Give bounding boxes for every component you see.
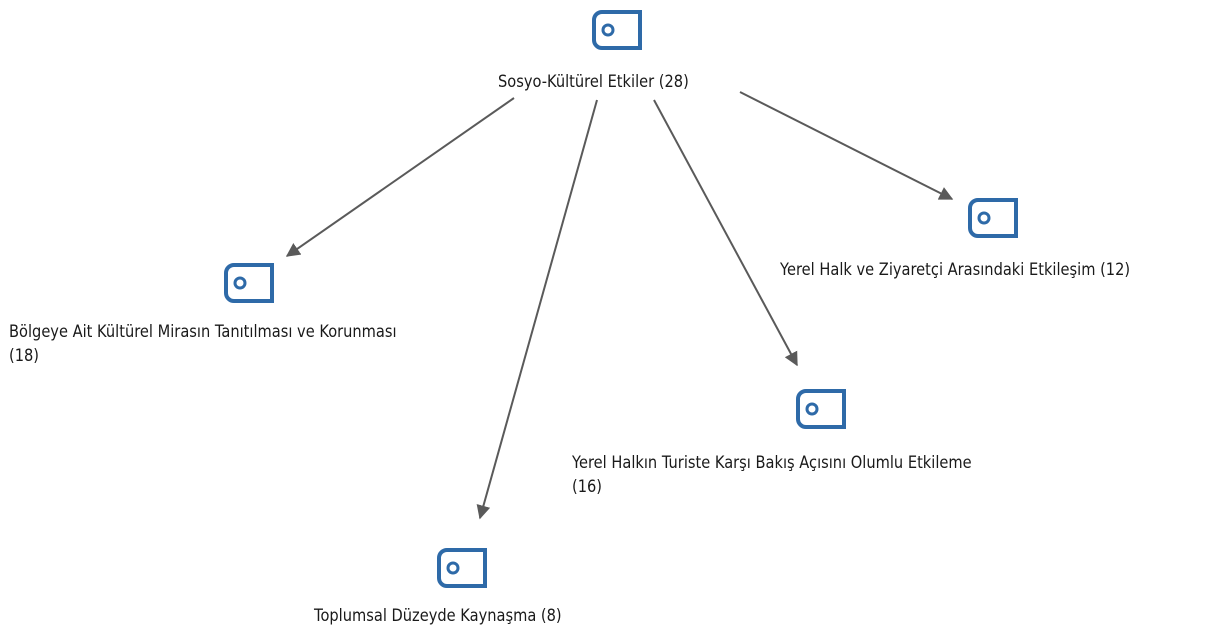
edge-to-social-integration [476,99,598,520]
code-node-icon[interactable] [968,196,1020,240]
node-label-line: (18) [9,346,40,366]
node-label-local-perspective[interactable]: Yerel Halkın Turiste Karşı Bakış Açısını… [572,451,972,499]
code-node-icon[interactable] [224,261,276,305]
code-node-icon[interactable] [437,546,489,590]
code-node-icon[interactable] [592,8,644,52]
node-label-line: Bölgeye Ait Kültürel Mirasın Tanıtılması… [9,322,397,342]
node-label-social-integration[interactable]: Toplumsal Düzeyde Kaynaşma (8) [314,606,562,626]
node-label-line: Yerel Halkın Turiste Karşı Bakış Açısını… [572,453,972,473]
node-label-line: (16) [572,477,603,497]
code-node-icon[interactable] [796,387,848,431]
node-label-local-visitor-interaction[interactable]: Yerel Halk ve Ziyaretçi Arasındaki Etkil… [780,260,1131,280]
edge-to-cultural-heritage [285,97,515,257]
root-node-label[interactable]: Sosyo-Kültürel Etkiler (28) [498,72,689,92]
node-label-cultural-heritage[interactable]: Bölgeye Ait Kültürel Mirasın Tanıtılması… [9,320,397,368]
edge-to-local-visitor-interaction [739,91,954,200]
edge-to-local-perspective [653,99,798,367]
